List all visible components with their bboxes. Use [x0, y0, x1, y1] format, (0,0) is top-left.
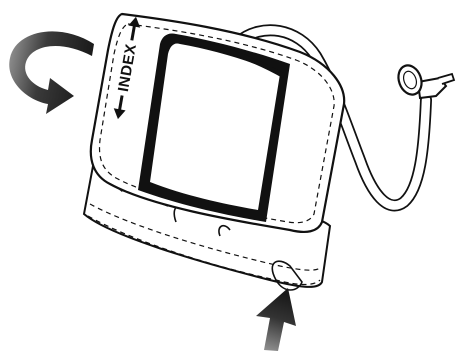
rotate-arrow-icon [9, 31, 94, 114]
tube-connector-plug [395, 62, 454, 98]
cuff-bladder-window [138, 33, 290, 222]
push-up-arrow-icon [256, 288, 296, 351]
